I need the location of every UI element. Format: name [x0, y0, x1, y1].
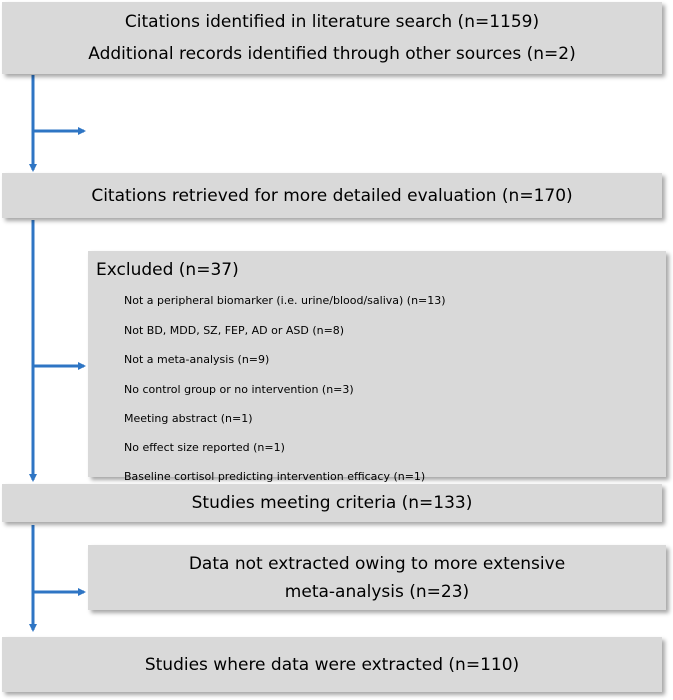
- excluded-reason: Not BD, MDD, SZ, FEP, AD or ASD (n=8): [124, 324, 345, 337]
- excluded-title: Excluded (n=37): [96, 260, 239, 280]
- not-extracted-line-1: Data not extracted owing to more extensi…: [188, 553, 566, 574]
- excluded-reason: No effect size reported (n=1): [124, 441, 285, 454]
- excluded-reason: Not a meta-analysis (n=9): [124, 353, 270, 366]
- excluded-reason: No control group or no intervention (n=3…: [124, 383, 354, 396]
- box-studies-extracted: Studies where data were extracted (n=110…: [2, 637, 662, 692]
- box-studies-meeting-criteria: Studies meeting criteria (n=133): [2, 484, 662, 522]
- extracted-text: Studies where data were extracted (n=110…: [144, 654, 520, 675]
- search-line-1: Citations identified in literature searc…: [124, 12, 540, 32]
- search-line-2: Additional records identified through ot…: [88, 44, 576, 64]
- box-citations-retrieved: Citations retrieved for more detailed ev…: [2, 173, 662, 218]
- meeting-text: Studies meeting criteria (n=133): [191, 493, 473, 513]
- box-literature-search: Citations identified in literature searc…: [2, 2, 662, 74]
- excluded-reason: Meeting abstract (n=1): [124, 412, 253, 425]
- box-data-not-extracted: Data not extracted owing to more extensi…: [88, 545, 666, 610]
- excluded-reason: Baseline cortisol predicting interventio…: [124, 470, 426, 483]
- not-extracted-line-2: meta-analysis (n=23): [284, 581, 470, 602]
- excluded-reason: Not a peripheral biomarker (i.e. urine/b…: [124, 294, 446, 307]
- box-excluded: Excluded (n=37) Not a peripheral biomark…: [88, 251, 666, 477]
- retrieved-text: Citations retrieved for more detailed ev…: [91, 185, 573, 206]
